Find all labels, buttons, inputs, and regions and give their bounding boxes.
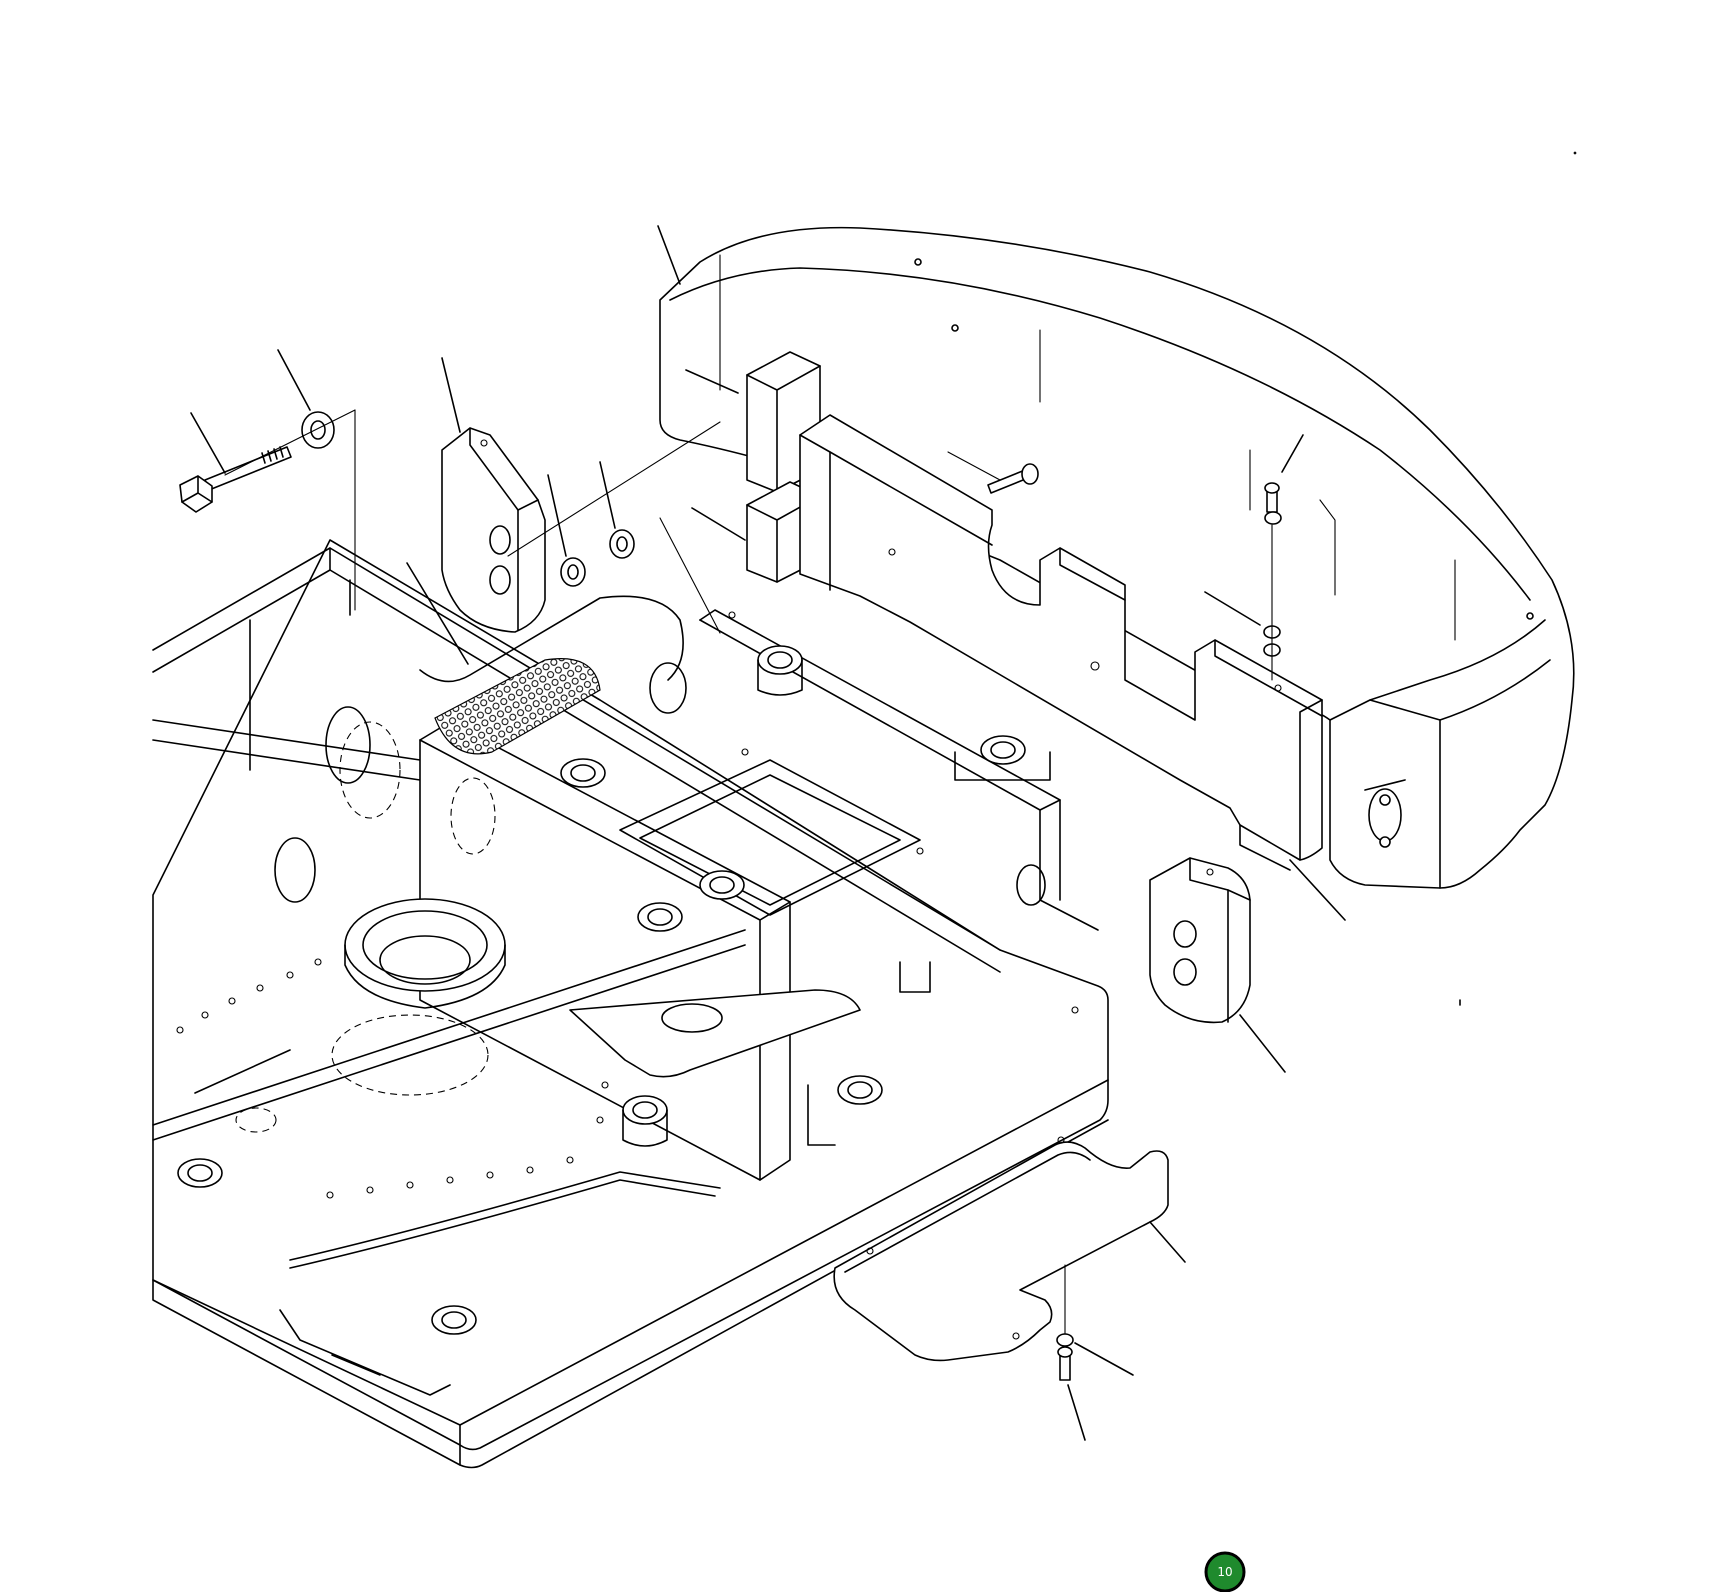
- page-number-text: 10: [1217, 1565, 1232, 1579]
- side-weight-right: [1149, 857, 1251, 1024]
- side-weight-left: [441, 427, 546, 633]
- leader-lines: [190, 225, 1346, 1441]
- bolt-washer: [301, 411, 335, 449]
- nut: [560, 557, 586, 587]
- plate-bolt: [987, 463, 1039, 494]
- bolt-holes: [176, 611, 1079, 1199]
- cap-screw: [1057, 482, 1280, 1381]
- weight-plate: [799, 414, 1323, 871]
- page-number-badge: 10: [1204, 1551, 1246, 1592]
- upper-frame: [152, 539, 1109, 1469]
- counterweight-bolt: [179, 446, 292, 513]
- washer: [609, 529, 635, 559]
- bottom-cover: [833, 1136, 1169, 1362]
- boss-mounts: [177, 645, 1026, 1335]
